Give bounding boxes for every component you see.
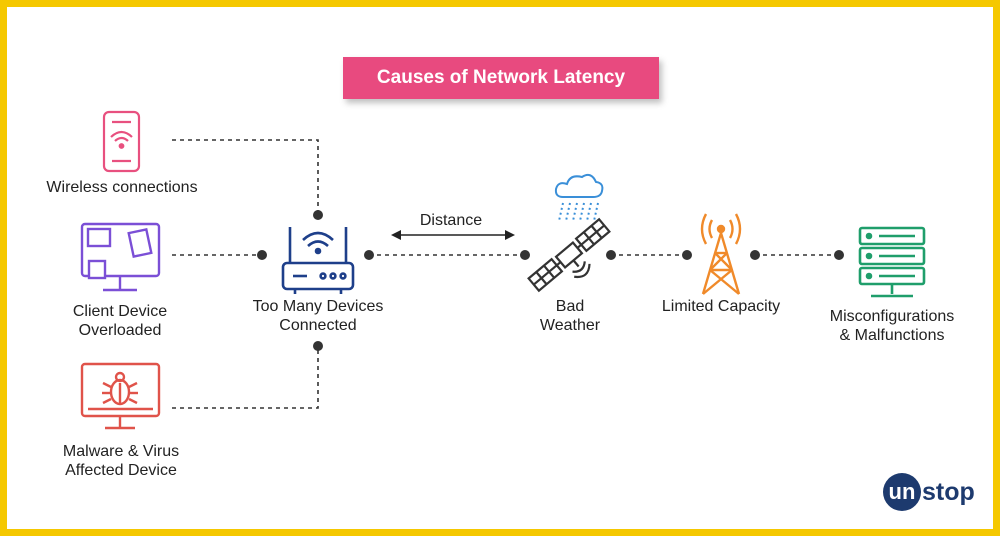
rain-cloud-icon — [554, 173, 604, 222]
label-router-line1: Too Many Devices — [252, 298, 384, 315]
connector-lines — [80, 110, 926, 430]
satellite-icon — [527, 217, 611, 293]
label-wireless: Wireless connections — [46, 179, 198, 196]
logo-text: stop — [922, 477, 975, 506]
dashed-connectors — [172, 139, 839, 409]
label-distance: Distance — [419, 212, 483, 229]
logo-mark: un — [883, 473, 921, 511]
wifi-phone-icon — [102, 110, 141, 173]
label-capacity: Limited Capacity — [661, 298, 781, 315]
label-weather-line1: Bad — [555, 298, 585, 315]
label-weather: Bad Weather — [527, 297, 613, 335]
label-malware-line1: Malware & Virus — [62, 443, 180, 460]
client-monitor-icon — [80, 222, 161, 292]
connector-dots — [257, 210, 844, 351]
label-client-line1: Client Device — [72, 303, 168, 320]
label-misconfig-line1: Misconfigurations — [829, 308, 955, 325]
label-malware: Malware & Virus Affected Device — [41, 442, 201, 480]
label-client-device: Client Device Overloaded — [45, 302, 195, 340]
diagram-canvas: Causes of Network Latency Wireless conne… — [7, 7, 993, 529]
label-client-line2: Overloaded — [78, 322, 162, 339]
label-misconfig: Misconfigurations & Malfunctions — [813, 307, 971, 345]
label-misconfig-line2: & Malfunctions — [839, 327, 945, 344]
label-malware-line2: Affected Device — [65, 462, 177, 479]
malware-monitor-icon — [80, 362, 161, 430]
label-router: Too Many Devices Connected — [233, 297, 403, 335]
cell-tower-icon — [700, 213, 742, 295]
unstop-logo: un stop — [883, 473, 975, 511]
server-icon — [858, 226, 926, 298]
label-router-line2: Connected — [279, 317, 357, 334]
title-banner: Causes of Network Latency — [343, 57, 659, 99]
label-weather-line2: Weather — [539, 317, 601, 334]
router-icon — [281, 227, 355, 294]
page-title: Causes of Network Latency — [376, 67, 626, 88]
distance-arrow — [391, 230, 515, 240]
